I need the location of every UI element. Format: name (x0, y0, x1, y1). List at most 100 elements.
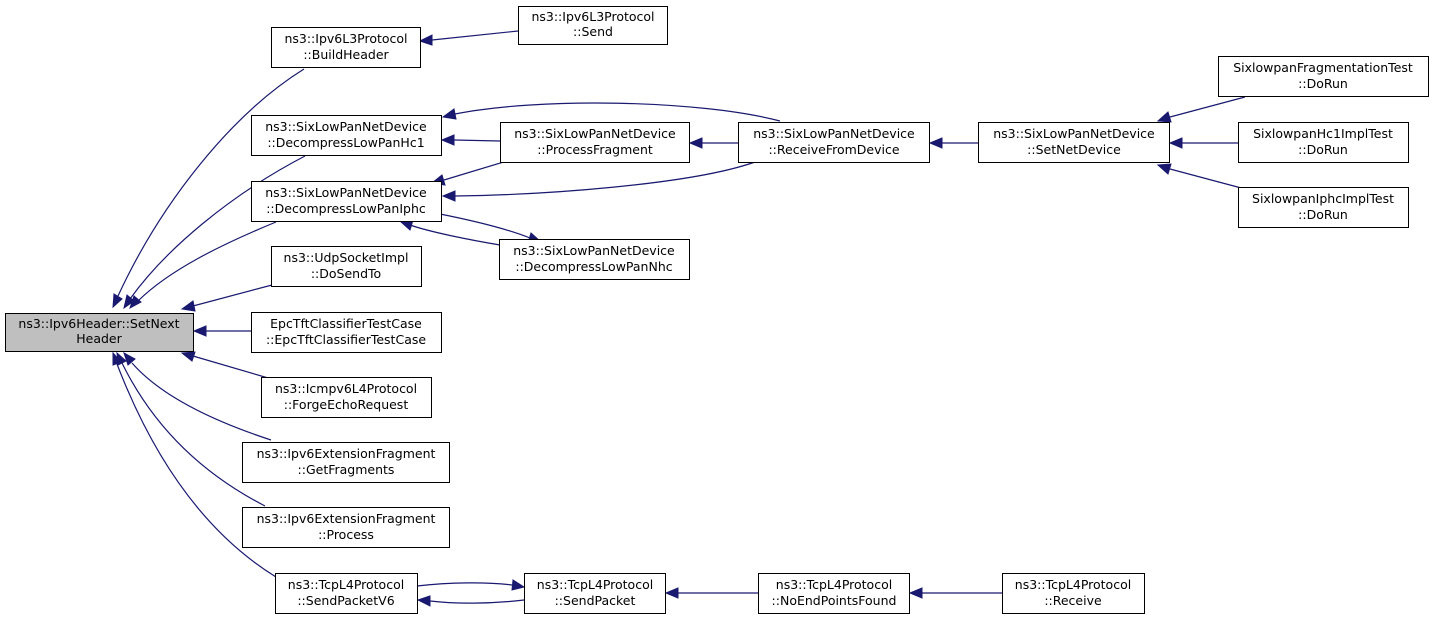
node-tcp-receive[interactable]: ns3::TcpL4Protocol ::Receive (1002, 573, 1145, 614)
node-label-line1: ns3::UdpSocketImpl (284, 250, 409, 265)
node-label-line2: ::DecompressLowPanHc1 (267, 135, 424, 150)
node-label-line2: ::DoRun (1298, 76, 1348, 91)
node-label-line2: ::ProcessFragment (537, 142, 653, 157)
node-label-line2: ::ReceiveFromDevice (768, 142, 899, 157)
node-send[interactable]: ns3::Ipv6L3Protocol ::Send (518, 6, 668, 45)
node-getfragments[interactable]: ns3::Ipv6ExtensionFragment ::GetFragment… (242, 442, 450, 483)
node-label-line1: SixlowpanIphcImplTest (1252, 191, 1394, 206)
node-label-line2: ::SendPacketV6 (297, 593, 394, 608)
edge-arrow (688, 137, 703, 149)
edge-arrow (418, 34, 433, 46)
edge-recvdev-decompiphc (454, 161, 756, 197)
node-decompresslowpanhc1[interactable]: ns3::SixLowPanNetDevice ::DecompressLowP… (251, 115, 442, 156)
node-noendpointsfound[interactable]: ns3::TcpL4Protocol ::NoEndPointsFound (758, 573, 910, 614)
node-label-line2: ::DoSendTo (311, 266, 381, 281)
edge-decompiphc-decompnhc (439, 213, 531, 239)
edge-procfrag-decomphc1 (453, 139, 501, 142)
node-label-line2: ::DoRun (1298, 142, 1348, 157)
edge-iphctest-setnetdev (1169, 168, 1246, 190)
edge-send-buildheader (431, 30, 519, 41)
node-label-line1: ns3::TcpL4Protocol (776, 577, 892, 592)
node-label-line2: Header (76, 331, 122, 346)
edge-arrow (192, 325, 207, 337)
edge-arrow (1156, 163, 1172, 175)
node-label-line1: ns3::Ipv6Header::SetNext (18, 316, 179, 331)
node-label-line1: ns3::SixLowPanNetDevice (514, 126, 676, 141)
edge-arrow (129, 295, 142, 310)
node-label-line1: EpcTftClassifierTestCase (270, 316, 422, 331)
node-setnextheader[interactable]: ns3::Ipv6Header::SetNext Header (5, 313, 194, 352)
node-label-line1: ns3::Icmpv6L4Protocol (275, 381, 417, 396)
edge-fragtest-setnetdev (1169, 96, 1246, 118)
node-label-line2: ::DecompressLowPanNhc (515, 259, 672, 274)
edge-arrow (180, 300, 196, 312)
node-buildheader[interactable]: ns3::Ipv6L3Protocol ::BuildHeader (271, 27, 421, 68)
node-label-line1: ns3::Ipv6L3Protocol (284, 31, 407, 46)
node-setnetdevice[interactable]: ns3::SixLowPanNetDevice ::SetNetDevice (978, 122, 1170, 163)
edge-arrow (440, 134, 455, 146)
node-decompresslowpannhc[interactable]: ns3::SixLowPanNetDevice ::DecompressLowP… (499, 239, 690, 280)
edge-sendpkt-sendpktv6 (429, 599, 525, 604)
node-sendpacket[interactable]: ns3::TcpL4Protocol ::SendPacket (524, 573, 666, 614)
node-fragment-process[interactable]: ns3::Ipv6ExtensionFragment ::Process (242, 507, 450, 548)
node-label-line1: ns3::SixLowPanNetDevice (265, 185, 427, 200)
node-epctftclassifiertestcase[interactable]: EpcTftClassifierTestCase ::EpcTftClassif… (251, 312, 442, 353)
node-label-line1: ns3::TcpL4Protocol (288, 577, 404, 592)
node-label-line2: ::BuildHeader (303, 47, 389, 62)
node-label-line1: ns3::TcpL4Protocol (537, 577, 653, 592)
node-iphcimpltest[interactable]: SixlowpanIphcImplTest ::DoRun (1238, 187, 1409, 228)
node-label-line2: ::DecompressLowPanIphc (266, 201, 426, 216)
node-label-line2: ::SendPacket (555, 593, 636, 608)
node-receivefromdevice[interactable]: ns3::SixLowPanNetDevice ::ReceiveFromDev… (738, 122, 930, 163)
node-hc1impltest[interactable]: SixlowpanHc1ImplTest ::DoRun (1238, 122, 1409, 163)
node-label-line1: ns3::Ipv6ExtensionFragment (257, 446, 436, 461)
node-label-line1: ns3::Ipv6L3Protocol (531, 9, 654, 24)
node-label-line2: ::ForgeEchoRequest (284, 397, 409, 412)
edge-arrow (928, 137, 943, 149)
nodes: ns3::Ipv6Header::SetNext Header ns3::Ipv… (5, 6, 1429, 614)
edge-arrow (511, 579, 526, 591)
edge-arrow (112, 293, 123, 309)
node-sendpacketv6[interactable]: ns3::TcpL4Protocol ::SendPacketV6 (275, 573, 418, 614)
node-fragmentationtest[interactable]: SixlowpanFragmentationTest ::DoRun (1218, 56, 1429, 97)
edge-arrow (416, 595, 431, 607)
node-label-line2: ::Receive (1044, 593, 1102, 608)
edge-getfrags-setnext (131, 362, 272, 441)
node-label-line1: ns3::SixLowPanNetDevice (993, 126, 1155, 141)
edge-udp-setnext (192, 284, 273, 307)
node-decompresslowpaniphc[interactable]: ns3::SixLowPanNetDevice ::DecompressLowP… (251, 181, 442, 222)
node-label-line1: SixlowpanFragmentationTest (1233, 60, 1413, 75)
edge-decomphc1-setnext (129, 155, 306, 300)
node-udpsocketimpl-dosendto[interactable]: ns3::UdpSocketImpl ::DoSendTo (271, 246, 422, 287)
edge-arrow (123, 294, 135, 310)
node-label-line1: ns3::SixLowPanNetDevice (513, 243, 675, 258)
node-label-line2: ::SetNetDevice (1027, 142, 1121, 157)
node-label-line2: ::EpcTftClassifierTestCase (266, 332, 426, 347)
edge-sendpktv6-sendpkt (416, 582, 513, 587)
node-label-line2: ::GetFragments (298, 462, 395, 477)
edge-fragprocess-setnext (121, 362, 266, 507)
edge-arrow (180, 351, 196, 362)
edge-arrow (123, 351, 136, 366)
node-forgeechorequest[interactable]: ns3::Icmpv6L4Protocol ::ForgeEchoRequest (261, 377, 432, 418)
node-label-line2: ::Send (573, 24, 613, 39)
edge-arrow (1156, 111, 1172, 123)
edge-arrow (664, 587, 679, 599)
node-label-line2: ::Process (318, 527, 374, 542)
node-label-line1: ns3::Ipv6ExtensionFragment (257, 511, 436, 526)
node-label-line1: ns3::TcpL4Protocol (1015, 577, 1131, 592)
node-processfragment[interactable]: ns3::SixLowPanNetDevice ::ProcessFragmen… (500, 122, 690, 163)
edge-arrow (441, 108, 457, 120)
node-label-line1: ns3::SixLowPanNetDevice (265, 119, 427, 134)
node-label-line1: SixlowpanHc1ImplTest (1253, 126, 1393, 141)
edge-decompnhc-decompiphc (409, 224, 501, 246)
edge-buildheader-setnext (117, 68, 305, 297)
edge-arrow (112, 351, 122, 366)
edges (112, 30, 1246, 607)
edge-sendpktv6-setnext (116, 363, 277, 578)
edge-arrow (908, 587, 923, 599)
edge-arrow (1168, 137, 1183, 149)
node-label-line2: ::NoEndPointsFound (772, 593, 897, 608)
edge-recvdev-decomphc1 (454, 102, 781, 122)
